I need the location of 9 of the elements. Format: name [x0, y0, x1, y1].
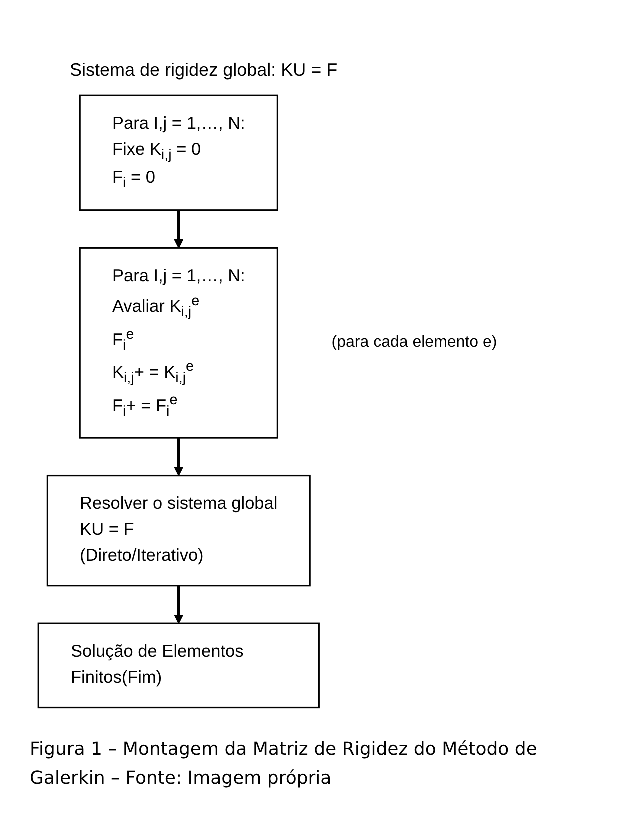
arrow: [174, 586, 184, 624]
node-note: (para cada elemento e): [332, 334, 498, 352]
arrow: [174, 438, 184, 476]
node-box: Resolver o sistema global KU = F (Direto/Iterativo): [46, 474, 311, 587]
figure-caption: Figura 1 – Montagem da Matriz de Rigidez do Método de Galerkin – Fonte: Imagem própria: [30, 738, 538, 792]
node-box: Para I,j = 1,…, N: Fixe K$_{i,j}$ = 0 F$_{i}$ = 0: [79, 94, 278, 212]
arrow: [174, 210, 184, 249]
diagram-title: Sistema de rigidez global: KU = F: [70, 60, 338, 81]
node-box: Solução de Elementos Finitos(Fim): [38, 622, 320, 709]
